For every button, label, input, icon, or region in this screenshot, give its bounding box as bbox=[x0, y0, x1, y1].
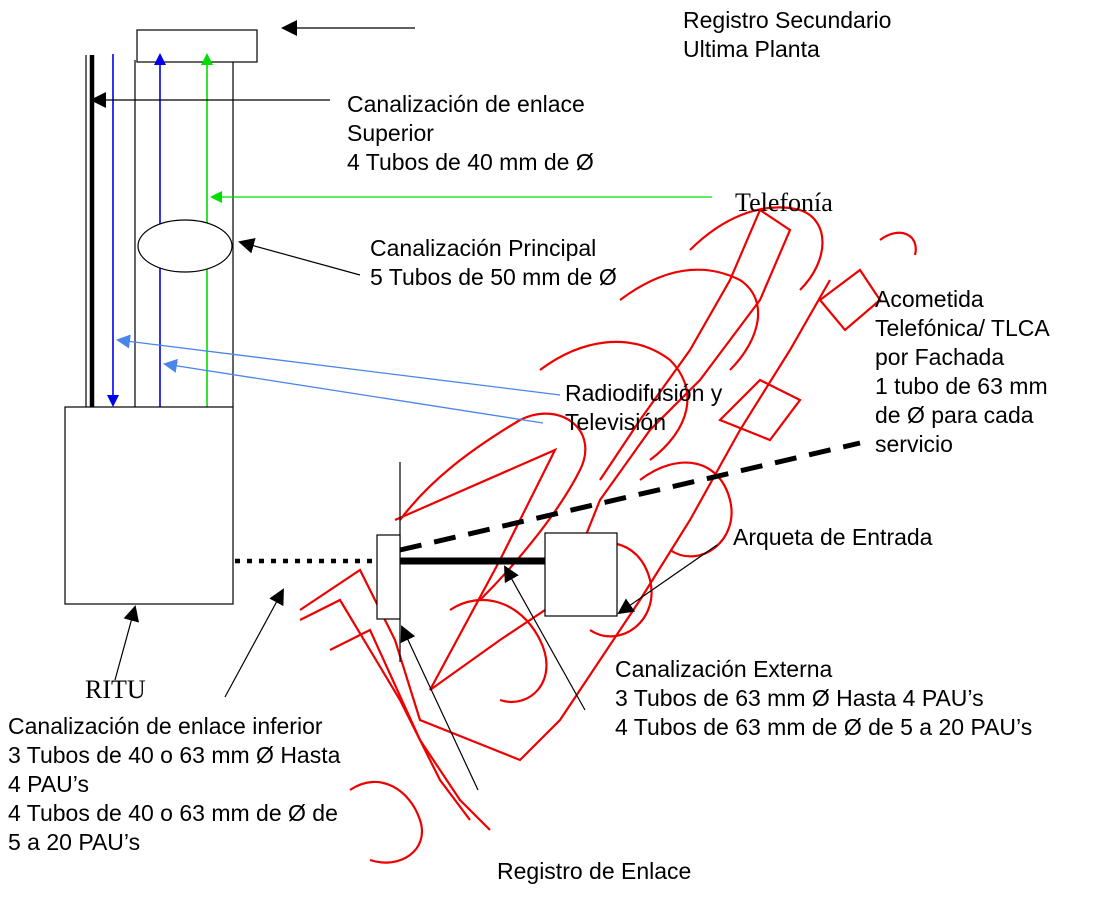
label-enlace-superior: Canalización de enlace Superior 4 Tubos … bbox=[347, 91, 594, 175]
pointer-arrows bbox=[90, 20, 718, 791]
radio-arrow-2 bbox=[163, 358, 544, 424]
riser-lines bbox=[85, 55, 234, 407]
label-telefonia: Telefonía bbox=[735, 188, 833, 217]
canalizacion-principal-ellipse bbox=[137, 219, 233, 273]
label-canalizacion-principal: Canalización Principal 5 Tubos de 50 mm … bbox=[370, 235, 617, 290]
ritu-box bbox=[64, 406, 234, 605]
radio-arrow-1 bbox=[116, 334, 561, 396]
label-canalizacion-externa: Canalización Externa 3 Tubos de 63 mm Ø … bbox=[615, 656, 1033, 740]
registro-enlace-box bbox=[376, 534, 401, 620]
label-radiodifusion: Radiodifusión y Televisión bbox=[565, 380, 723, 435]
label-enlace-inferior: Canalización de enlace inferior 3 Tubos … bbox=[8, 713, 341, 855]
label-registro-secundario: Registro Secundario Ultima Planta bbox=[683, 7, 892, 62]
label-registro-enlace: Registro de Enlace bbox=[497, 858, 692, 884]
arqueta-box bbox=[544, 532, 618, 617]
label-arqueta: Arqueta de Entrada bbox=[733, 524, 933, 550]
label-ritu: RITU bbox=[85, 675, 146, 704]
registro-secundario-box bbox=[136, 29, 258, 63]
acometida-dashed bbox=[399, 440, 861, 553]
label-acometida: Acometida Telefónica/ TLCA por Fachada 1… bbox=[875, 286, 1050, 457]
